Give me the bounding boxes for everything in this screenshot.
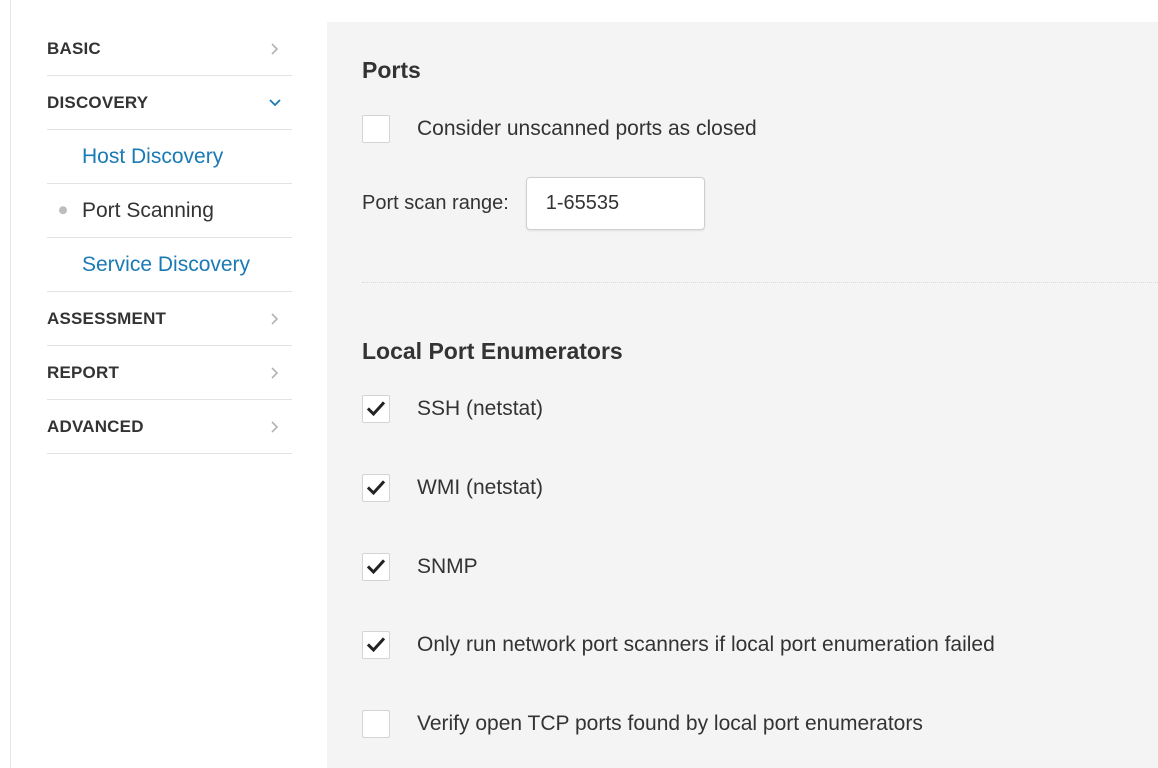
wmi-netstat-option: WMI (netstat) <box>362 473 543 503</box>
checkmark-icon <box>367 559 385 575</box>
sidebar-item-discovery[interactable]: DISCOVERY <box>47 76 292 130</box>
sidebar-item-label: Host Discovery <box>82 144 224 168</box>
only-run-network-scanners-option: Only run network port scanners if local … <box>362 630 995 660</box>
section-divider <box>362 282 1158 283</box>
port-scan-range-input[interactable] <box>525 177 705 230</box>
snmp-checkbox[interactable] <box>362 553 390 581</box>
sidebar-item-host-discovery[interactable]: Host Discovery <box>47 130 292 184</box>
sidebar-item-label: Port Scanning <box>82 198 214 222</box>
sidebar-item-report[interactable]: REPORT <box>47 346 292 400</box>
ssh-netstat-label: SSH (netstat) <box>417 397 544 420</box>
verify-open-tcp-ports-label: Verify open TCP ports found by local por… <box>417 712 923 735</box>
port-scan-range-row: Port scan range: <box>362 177 705 230</box>
sidebar-item-advanced[interactable]: ADVANCED <box>47 400 292 454</box>
ssh-netstat-option: SSH (netstat) <box>362 394 543 424</box>
chevron-down-icon <box>268 96 282 110</box>
settings-panel: Ports Consider unscanned ports as closed… <box>327 22 1158 768</box>
chevron-right-icon <box>268 420 282 434</box>
checkmark-icon <box>367 637 385 653</box>
chevron-right-icon <box>268 366 282 380</box>
snmp-option: SNMP <box>362 552 478 582</box>
active-bullet-icon <box>59 205 67 214</box>
chevron-right-icon <box>268 42 282 56</box>
sidebar-item-basic[interactable]: BASIC <box>47 22 292 76</box>
ssh-netstat-checkbox[interactable] <box>362 395 390 423</box>
sidebar-item-label: ADVANCED <box>47 416 144 436</box>
sidebar: BASIC DISCOVERY Host Discovery Port Scan… <box>47 22 292 454</box>
sidebar-item-label: Service Discovery <box>82 252 251 276</box>
unscanned-ports-closed-option: Consider unscanned ports as closed <box>362 114 757 144</box>
wmi-netstat-label: WMI (netstat) <box>417 476 544 499</box>
sidebar-item-label: REPORT <box>47 362 120 382</box>
sidebar-item-assessment[interactable]: ASSESSMENT <box>47 292 292 346</box>
left-border <box>10 0 11 768</box>
port-scan-range-label: Port scan range: <box>362 192 509 214</box>
only-run-network-scanners-checkbox[interactable] <box>362 631 390 659</box>
sidebar-item-port-scanning[interactable]: Port Scanning <box>47 184 292 238</box>
unscanned-ports-closed-label: Consider unscanned ports as closed <box>417 117 757 140</box>
sidebar-item-label: BASIC <box>47 38 101 58</box>
wmi-netstat-checkbox[interactable] <box>362 474 390 502</box>
sidebar-item-label: DISCOVERY <box>47 92 149 112</box>
sidebar-item-label: ASSESSMENT <box>47 308 167 328</box>
chevron-right-icon <box>268 312 282 326</box>
sidebar-item-service-discovery[interactable]: Service Discovery <box>47 238 292 292</box>
checkmark-icon <box>367 401 385 417</box>
unscanned-ports-closed-checkbox[interactable] <box>362 115 390 143</box>
verify-open-tcp-ports-checkbox[interactable] <box>362 710 390 738</box>
snmp-label: SNMP <box>417 555 478 578</box>
verify-open-tcp-ports-option: Verify open TCP ports found by local por… <box>362 709 923 739</box>
checkmark-icon <box>367 480 385 496</box>
local-port-enumerators-title: Local Port Enumerators <box>362 338 623 364</box>
only-run-network-scanners-label: Only run network port scanners if local … <box>417 633 995 656</box>
ports-section-title: Ports <box>362 57 421 83</box>
